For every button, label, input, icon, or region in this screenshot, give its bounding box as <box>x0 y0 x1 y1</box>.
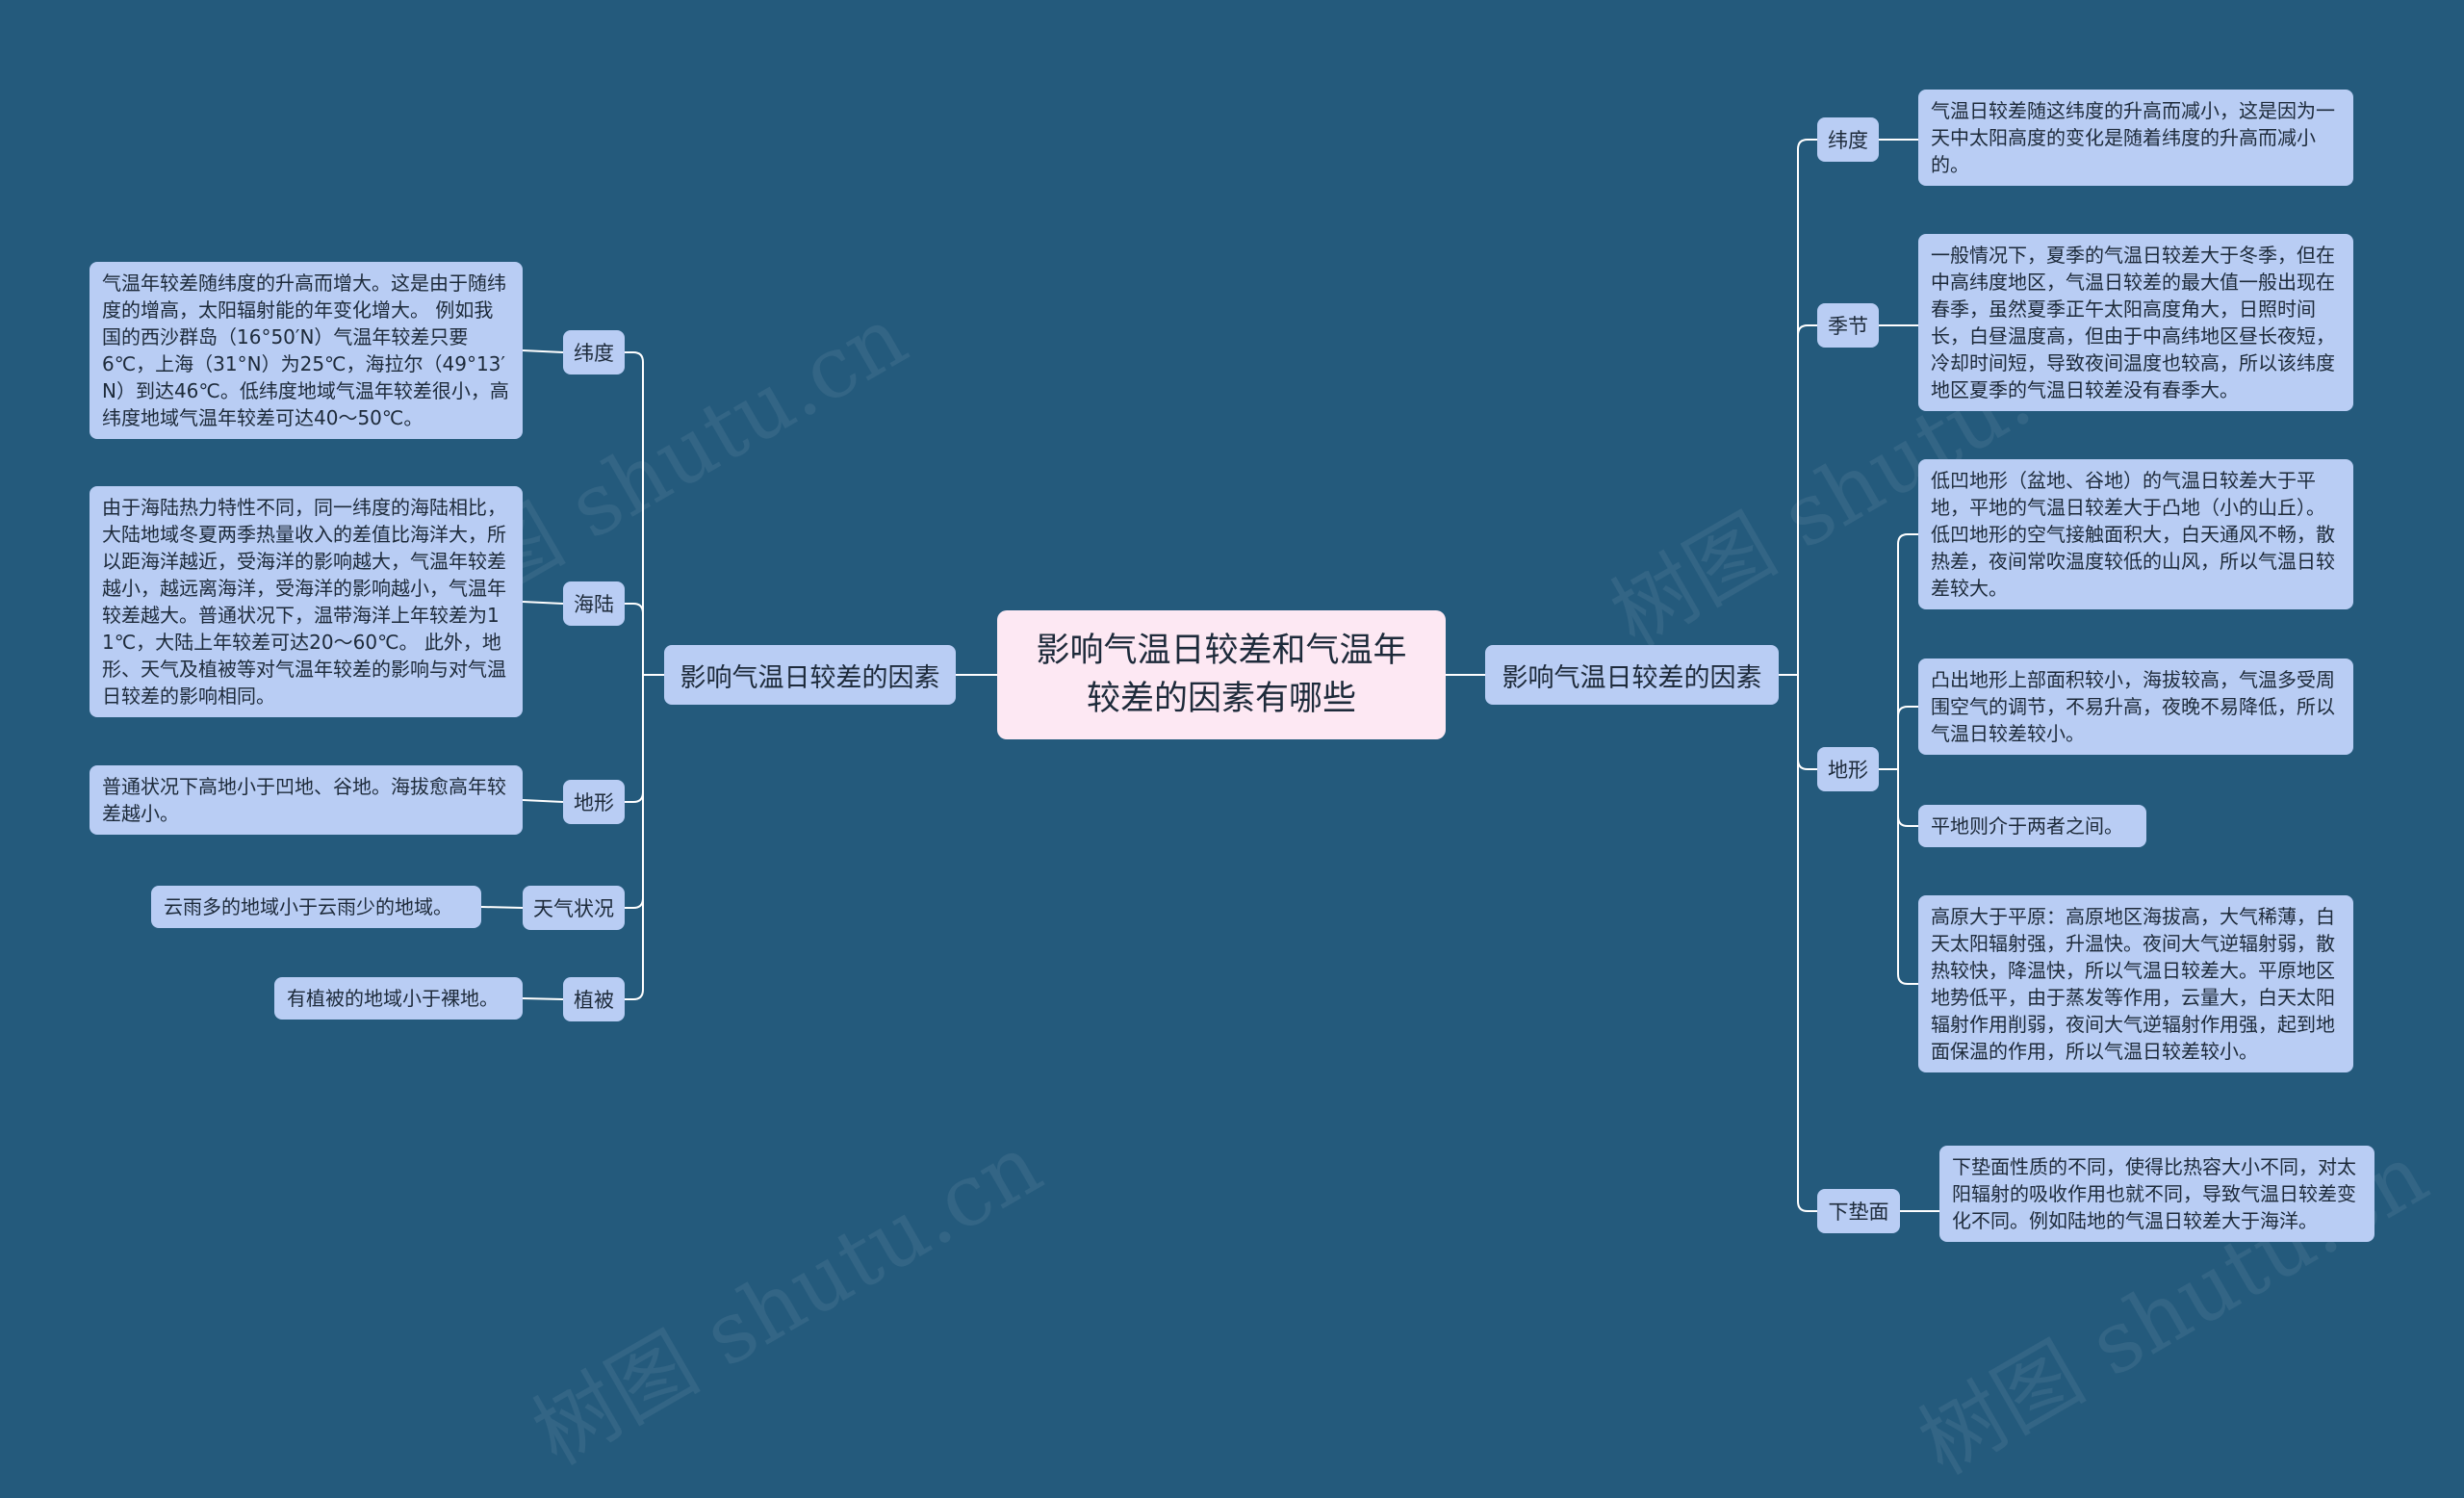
connector-line <box>522 799 564 803</box>
left-branch-latitude[interactable]: 纬度 <box>563 330 625 374</box>
right-branch-latitude[interactable]: 纬度 <box>1817 117 1879 162</box>
left-branch-weather[interactable]: 天气状况 <box>523 886 625 930</box>
right-leaf-terrain-high: 凸出地形上部面积较小，海拔较高，气温多受周围空气的调节，不易升高，夜晚不易降低，… <box>1918 659 2353 755</box>
right-leaf-latitude: 气温日较差随这纬度的升高而减小，这是因为一天中太阳高度的变化是随着纬度的升高而减… <box>1918 90 2353 186</box>
left-branch-terrain[interactable]: 地形 <box>563 780 625 824</box>
right-leaf-terrain-low: 低凹地形（盆地、谷地）的气温日较差大于平地，平地的气温日较差大于凸地（小的山丘）… <box>1918 459 2353 609</box>
connector-line <box>522 601 564 605</box>
right-branch-season[interactable]: 季节 <box>1817 303 1879 348</box>
connector-line <box>625 351 644 675</box>
mind-map-canvas: 树图 shutu.cn 树图 shutu.cn 树图 shutu.cn 树图 s… <box>90 90 2443 1493</box>
right-leaf-plateau: 高原大于平原：高原地区海拔高，大气稀薄，白天太阳辐射强，升温快。夜间大气逆辐射弱… <box>1918 895 2353 1072</box>
connector-line <box>480 906 524 909</box>
connector-line <box>522 349 564 353</box>
connector-line <box>1897 769 1918 985</box>
connector-line <box>1797 139 1817 675</box>
connector-line <box>625 603 644 675</box>
right-leaf-terrain-flat: 平地则介于两者之间。 <box>1918 805 2146 847</box>
left-leaf-vegetation: 有植被的地域小于裸地。 <box>274 977 523 1020</box>
left-branch-vegetation[interactable]: 植被 <box>563 977 625 1021</box>
right-leaf-season: 一般情况下，夏季的气温日较差大于冬季，但在中高纬度地区，气温日较差的最大值一般出… <box>1918 234 2353 411</box>
left-branch-land-sea[interactable]: 海陆 <box>563 581 625 626</box>
connector-line <box>1897 706 1918 769</box>
left-leaf-terrain: 普通状况下高地小于凹地、谷地。海拔愈高年较差越小。 <box>90 765 523 835</box>
left-main-topic[interactable]: 影响气温日较差的因素 <box>664 645 956 705</box>
connector-line <box>1797 675 1817 770</box>
left-leaf-latitude: 气温年较差随纬度的升高而增大。这是由于随纬度的增高，太阳辐射能的年变化增大。 例… <box>90 262 523 439</box>
right-branch-terrain[interactable]: 地形 <box>1817 747 1879 791</box>
connector-line <box>625 675 644 803</box>
connector-line <box>1797 324 1817 675</box>
connector-line <box>1797 675 1817 1212</box>
right-branch-underlying-surface[interactable]: 下垫面 <box>1817 1189 1900 1233</box>
root-topic[interactable]: 影响气温日较差和气温年较差的因素有哪些 <box>997 610 1446 739</box>
left-leaf-weather: 云雨多的地域小于云雨少的地域。 <box>151 886 481 928</box>
connector-line <box>625 675 644 1000</box>
connector-line <box>522 997 564 1000</box>
connector-line <box>1897 533 1918 769</box>
right-leaf-underlying-surface: 下垫面性质的不同，使得比热容大小不同，对太阳辐射的吸收作用也就不同，导致气温日较… <box>1939 1146 2374 1242</box>
connector-lines <box>480 139 1939 1212</box>
connector-line <box>625 675 644 909</box>
left-leaf-land-sea: 由于海陆热力特性不同，同一纬度的海陆相比，大陆地域冬夏两季热量收入的差值比海洋大… <box>90 486 523 717</box>
connector-line <box>1897 769 1918 827</box>
right-main-topic[interactable]: 影响气温日较差的因素 <box>1485 645 1779 705</box>
